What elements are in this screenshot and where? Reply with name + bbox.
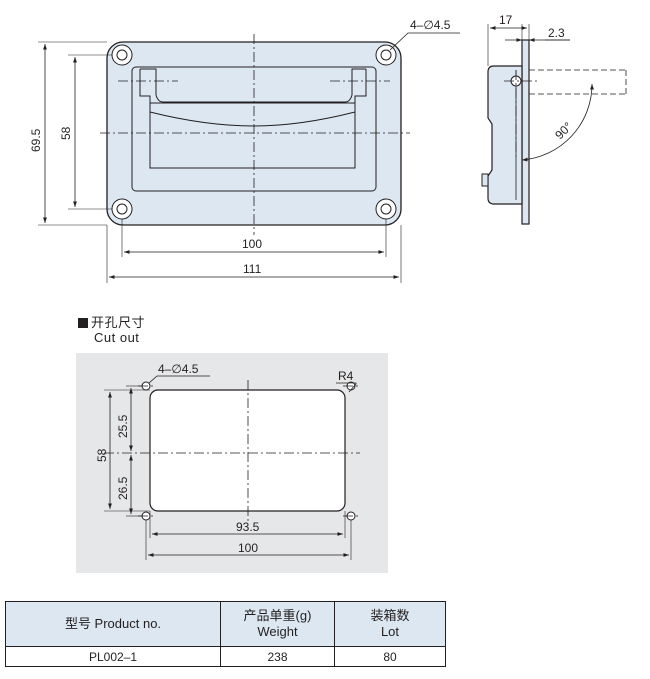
flange-section <box>521 39 530 225</box>
cell-lot: 80 <box>334 646 446 667</box>
angle-arc <box>521 83 594 162</box>
dim-lower: 26.5 <box>116 476 130 500</box>
dim-hole-height: 58 <box>59 126 73 140</box>
dim-outer-height: 69.5 <box>29 128 43 152</box>
angle-label: 90° <box>552 119 575 142</box>
cutout-radius-label: R4 <box>338 369 354 383</box>
mounting-hole <box>375 44 397 66</box>
side-view <box>481 24 627 225</box>
mounting-hole <box>111 44 133 66</box>
dim-total-height: 58 <box>95 448 109 462</box>
cutout-heading-cn-row: 开孔尺寸 <box>78 315 145 330</box>
cutout-labels: 4–∅4.5 R4 58 25.5 26.5 93.5 100 <box>95 362 354 555</box>
handle-body-section <box>487 65 523 205</box>
cutout-heading-en: Cut out <box>94 330 140 345</box>
leader-line <box>389 32 460 51</box>
dim-hole-width: 100 <box>238 541 258 555</box>
cell-weight: 238 <box>220 646 335 667</box>
handle-grip-lower <box>149 111 356 169</box>
cell-product-no: PL002–1 <box>5 646 221 667</box>
dim-depth: 17 <box>499 13 513 27</box>
header-label: 型号 Product no. <box>64 616 162 631</box>
cutout-panel <box>76 353 388 573</box>
header-weight: 产品单重(g)Weight <box>220 601 335 647</box>
dim-outer-width: 111 <box>243 262 262 276</box>
mounting-hole <box>375 198 397 220</box>
header-label-en: Weight <box>257 624 298 639</box>
front-view <box>38 32 460 283</box>
cutout-heading-cn: 开孔尺寸 <box>91 315 146 330</box>
header-label-en: Lot <box>380 624 400 639</box>
header-product-no: 型号 Product no. <box>5 601 221 647</box>
dim-thickness: 2.3 <box>548 26 565 40</box>
dim-upper: 25.5 <box>116 414 130 438</box>
table-row: PL002–1 238 80 <box>5 646 446 667</box>
dim-inner-width: 93.5 <box>236 520 260 534</box>
cutout-hole-callout: 4–∅4.5 <box>158 362 199 376</box>
hole-callout: 4–∅4.5 <box>410 18 451 32</box>
leader-line <box>148 375 210 384</box>
stop-pin <box>481 173 489 187</box>
mounting-hole <box>111 198 133 220</box>
header-label-cn: 产品单重(g) <box>243 608 312 623</box>
header-label-cn: 装箱数 <box>370 608 410 623</box>
cutout-heading: 开孔尺寸 Cut out <box>78 315 145 345</box>
dim-hole-width: 100 <box>242 237 262 251</box>
leader-line <box>336 382 357 393</box>
square-bullet-icon <box>78 318 88 328</box>
front-view-labels: 4–∅4.5 69.5 58 100 111 <box>29 18 451 276</box>
cutout-opening <box>149 389 346 512</box>
